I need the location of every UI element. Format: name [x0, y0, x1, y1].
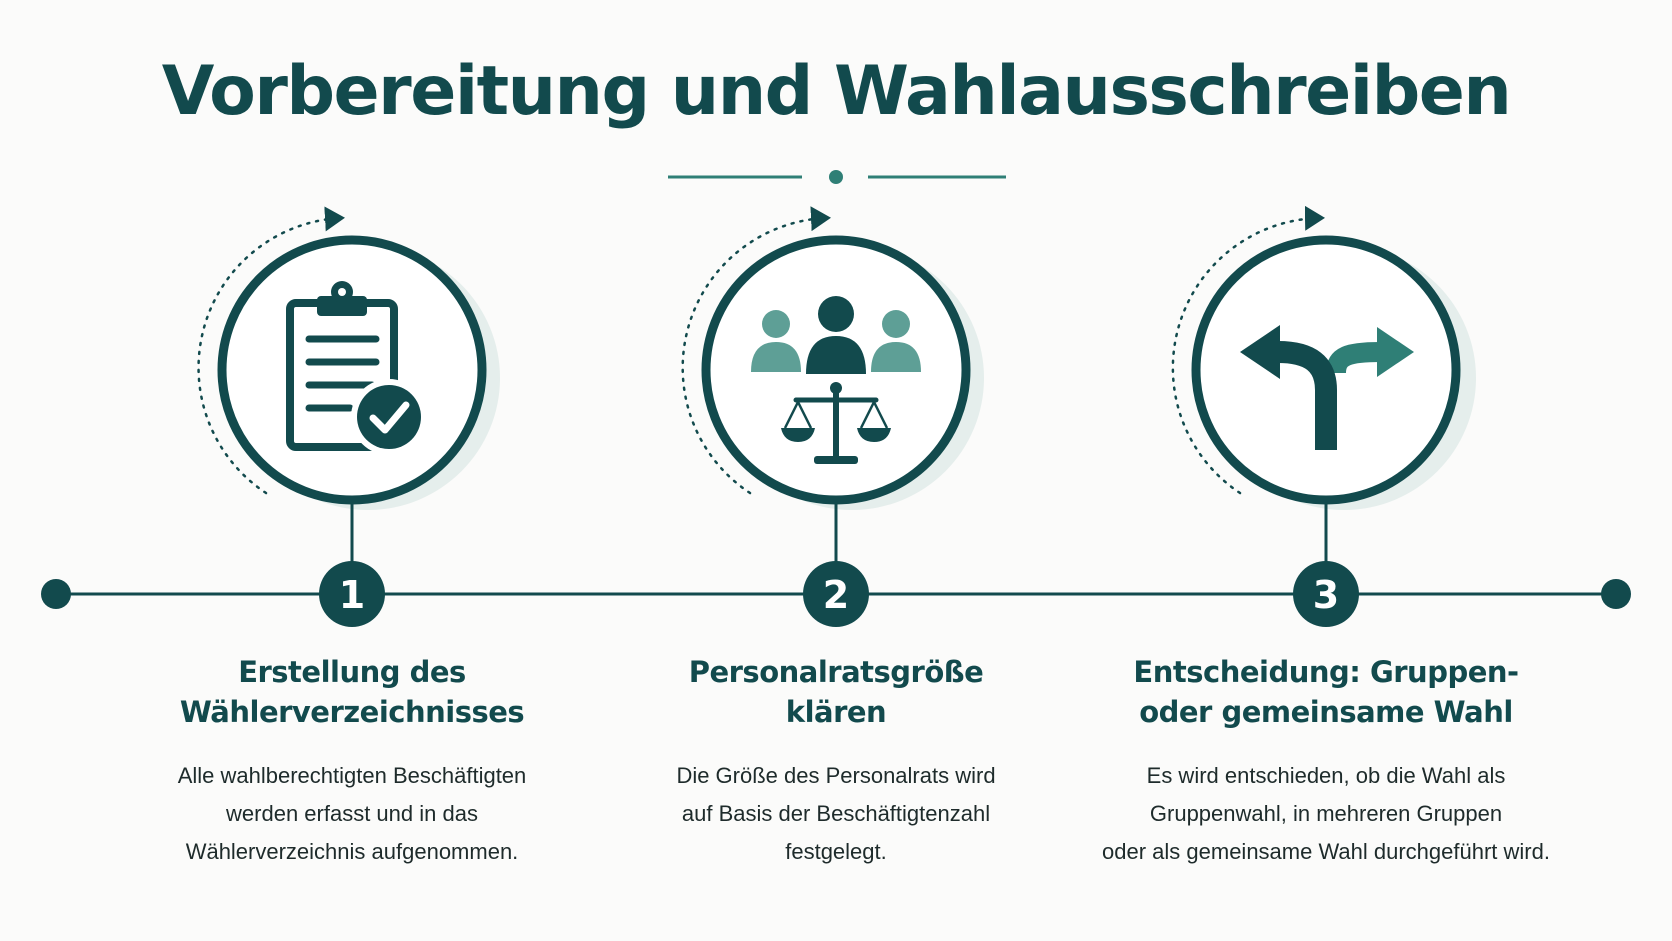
clipboard-check-icon	[286, 281, 427, 455]
step-2: 2	[681, 206, 984, 627]
step-1-title: Erstellung des Wählerverzeichnisses	[179, 655, 525, 729]
fork-arrows-icon	[1240, 325, 1414, 450]
step-1-circle	[217, 235, 487, 505]
step-3-description: Es wird entschieden, ob die Wahl als Gru…	[1102, 763, 1550, 864]
step-2-description: Die Größe des Personalrats wird auf Basi…	[676, 763, 996, 864]
step-1-number: 1	[339, 573, 365, 617]
step-1-description: Alle wahlberechtigten Beschäftigten werd…	[177, 763, 527, 864]
step-2-number: 2	[823, 573, 849, 617]
step-3-number-badge	[1293, 561, 1359, 627]
step-3: 3	[1171, 205, 1476, 627]
step-3-number: 3	[1313, 573, 1339, 617]
step-1: 1	[197, 206, 500, 627]
timeline-end-dot	[1601, 579, 1631, 609]
timeline-start-dot	[41, 579, 71, 609]
step-3-title: Entscheidung: Gruppen- oder gemeinsame W…	[1133, 655, 1519, 729]
people-scale-icon	[751, 296, 921, 464]
step-2-number-badge	[803, 561, 869, 627]
step-2-title: Personalratsgröße klären	[688, 655, 984, 729]
step-1-number-badge	[319, 561, 385, 627]
page-title: Vorbereitung und Wahlausschreiben	[161, 52, 1512, 131]
